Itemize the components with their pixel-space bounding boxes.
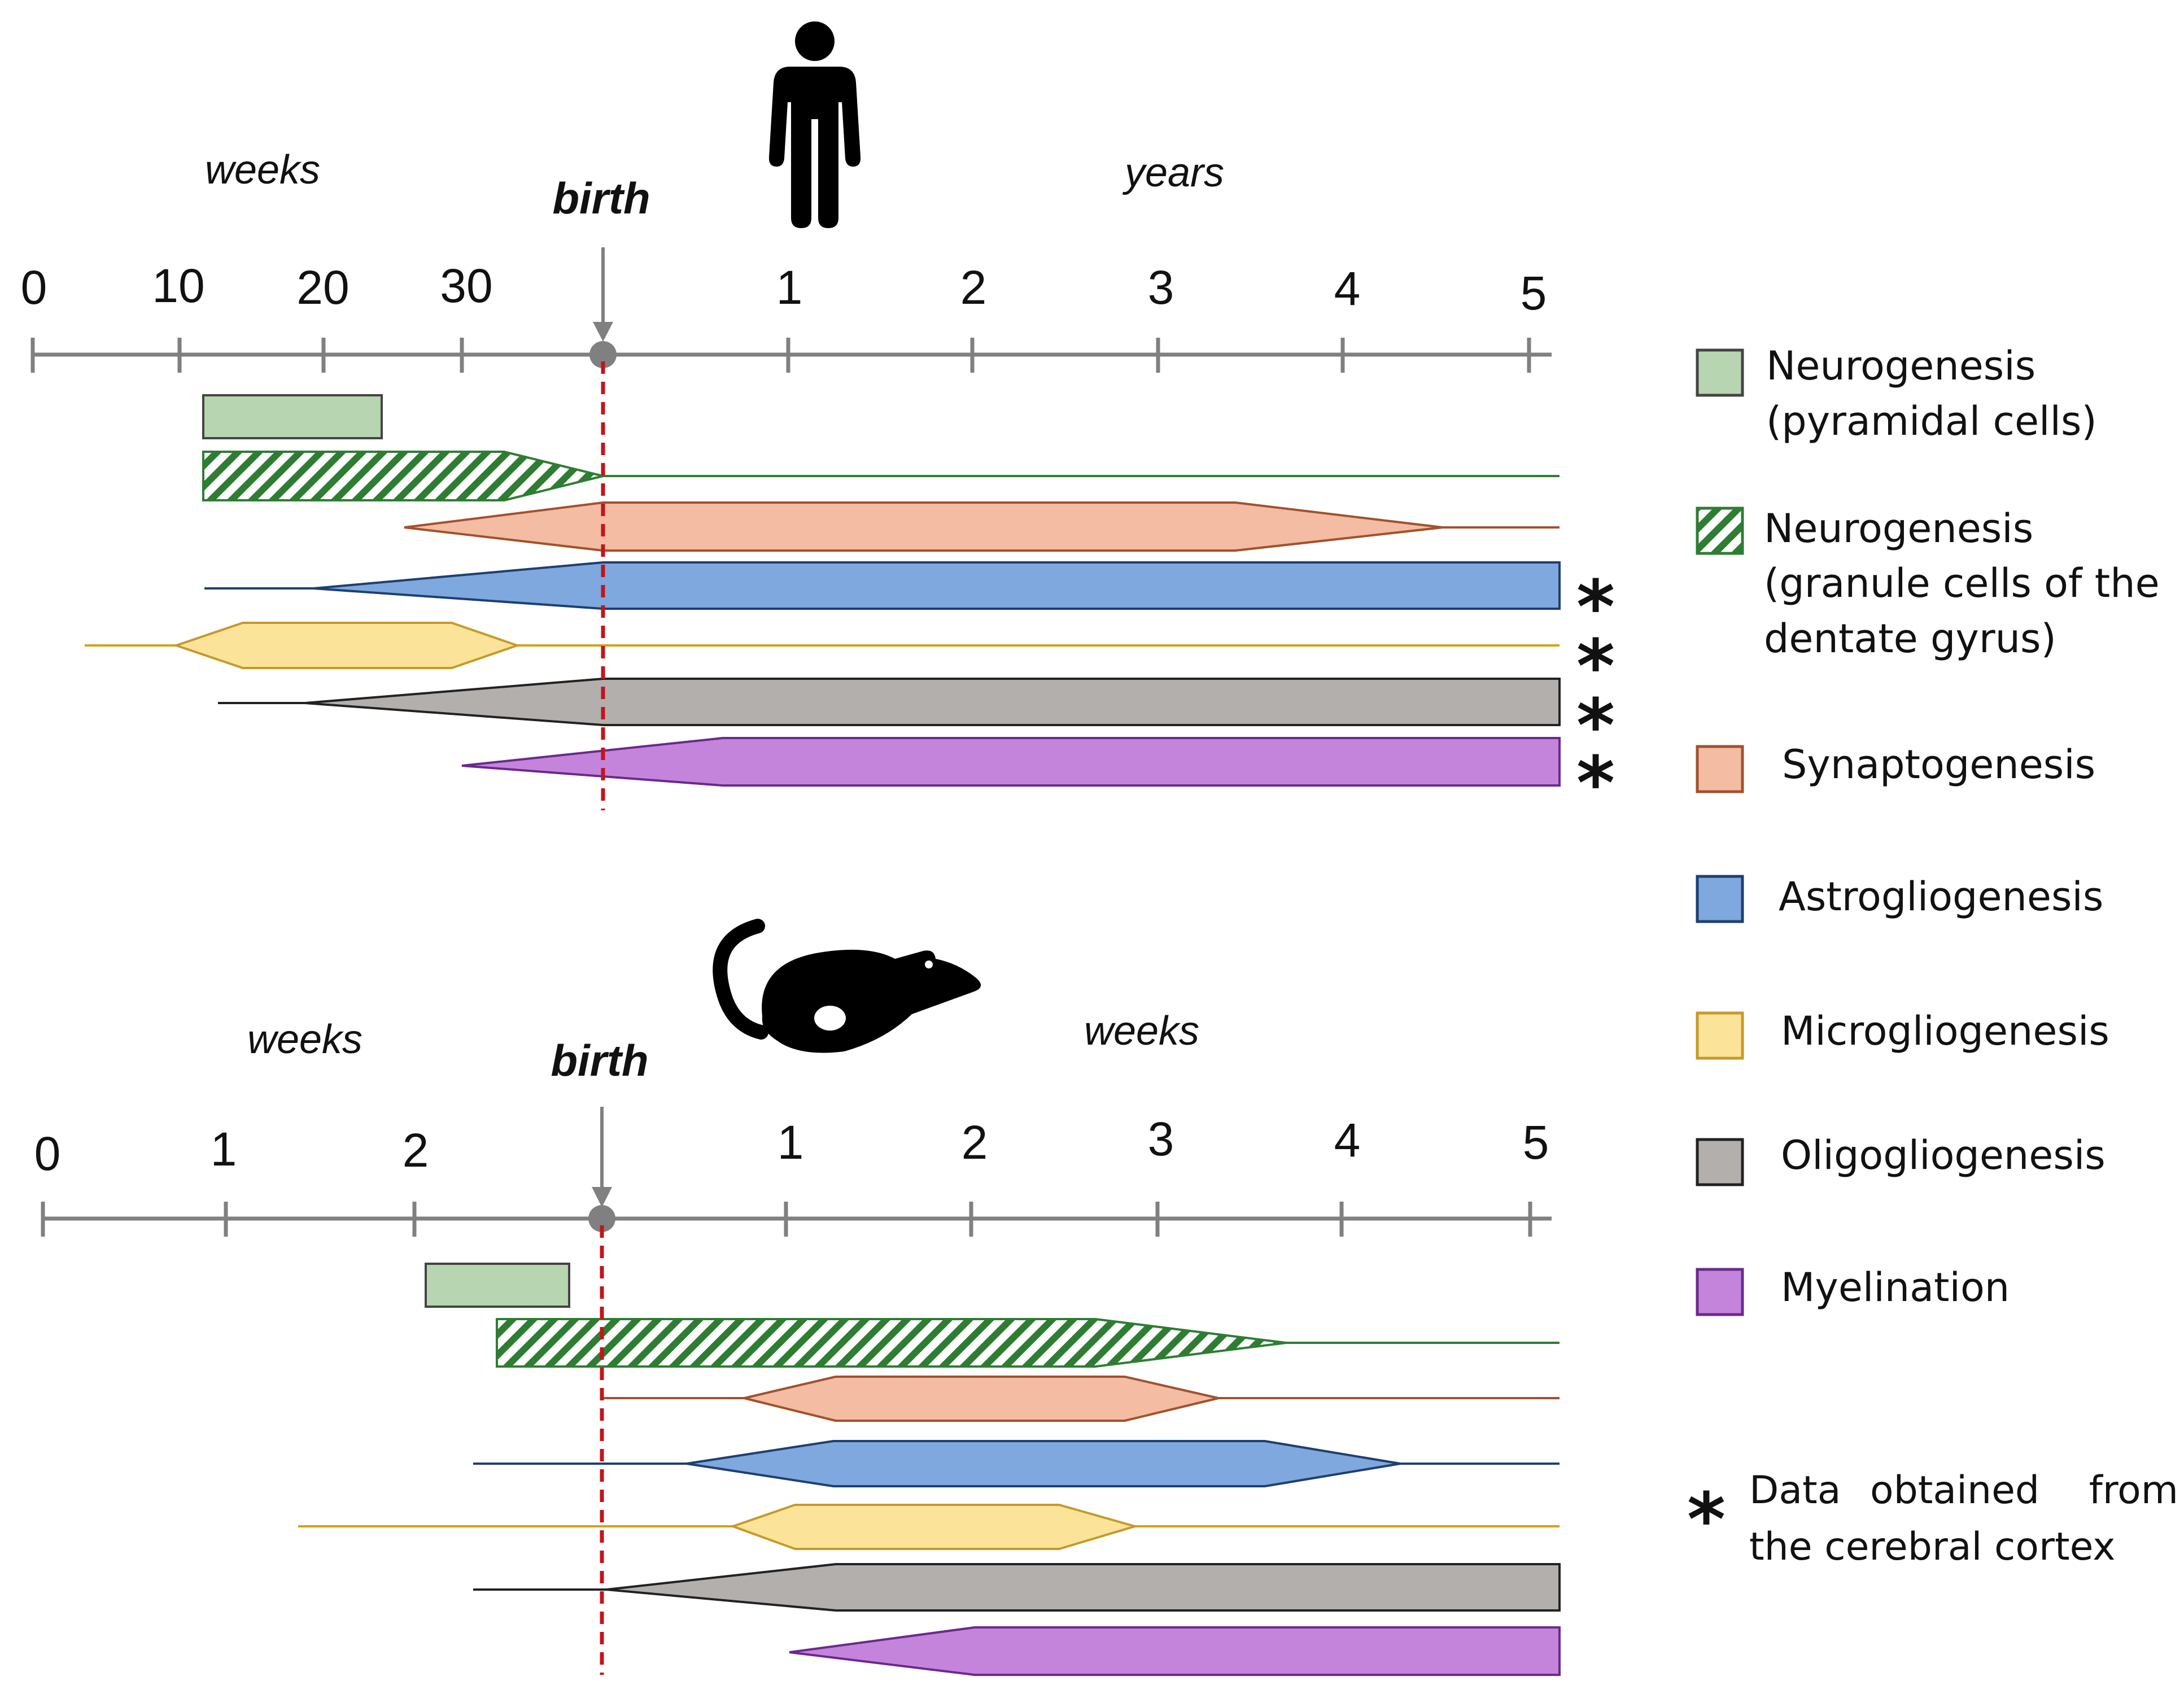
human-tick-2y: 2 (960, 261, 987, 314)
mouse-microgliogenesis-bar (298, 1504, 1560, 1550)
legend-swatch-microgliogenesis (1696, 1011, 1744, 1060)
human-tick-5y: 5 (1521, 267, 1547, 320)
human-oligogliogenesis-bar (218, 678, 1561, 726)
mouse-myelination-bar (789, 1626, 1561, 1676)
mouse-icon (713, 919, 981, 1053)
mouse-oligogliogenesis-bar (473, 1563, 1561, 1612)
human-tick-3y: 3 (1148, 261, 1174, 314)
legend-label-neurogenesis-granule-line2: (granule cells of the (1764, 560, 2160, 606)
legend-swatch-synaptogenesis (1696, 745, 1744, 793)
human-tick-1y: 1 (776, 261, 803, 314)
myelination-asterisk: * (1576, 740, 1615, 826)
mouse-tick-1w: 1 (211, 1123, 237, 1176)
legend-note-asterisk: * (1687, 1477, 1726, 1562)
human-panel: weeks years birth 0 10 20 30 1 (21, 21, 1615, 826)
human-tick-4y: 4 (1334, 262, 1361, 315)
legend-label-neurogenesis-pyramidal-line2: (pyramidal cells) (1766, 398, 2097, 444)
human-bars (85, 394, 1561, 787)
human-neurogenesis-granule-bar (202, 451, 1560, 501)
mouse-astrogliogenesis-bar (473, 1440, 1560, 1487)
legend-label-myelination: Myelination (1781, 1264, 2010, 1311)
mouse-neurogenesis-pyramidal-bar (425, 1263, 570, 1308)
human-birth-dot (589, 341, 617, 368)
legend-item-synaptogenesis: Synaptogenesis (1696, 741, 2095, 793)
legend-label-synaptogenesis: Synaptogenesis (1782, 741, 2095, 788)
astrogliogenesis-asterisk: * (1576, 564, 1615, 650)
mouse-birth-arrow (592, 1107, 612, 1207)
legend-label-astrogliogenesis: Astrogliogenesis (1779, 874, 2103, 920)
human-weeks-label: weeks (205, 147, 320, 193)
human-cortex-asterisks: * * * * (1576, 564, 1615, 826)
microgliogenesis-asterisk: * (1576, 623, 1615, 709)
mouse-tick-labels: 0 1 2 1 2 3 4 5 (34, 1112, 1549, 1180)
mouse-tick-3pw: 3 (1148, 1112, 1174, 1165)
legend-swatch-neurogenesis-pyramidal (1696, 348, 1744, 397)
mouse-tick-5pw: 5 (1523, 1116, 1549, 1169)
human-tick-30: 30 (440, 259, 492, 312)
legend-label-neurogenesis-pyramidal-line1: Neurogenesis (1766, 343, 2036, 389)
mouse-birth-dot (588, 1205, 615, 1232)
mouse-tick-2pw: 2 (962, 1116, 988, 1169)
legend-swatch-oligogliogenesis (1696, 1138, 1744, 1186)
mouse-bars (298, 1263, 1561, 1676)
legend-swatch-myelination (1696, 1268, 1744, 1316)
human-synaptogenesis-bar (404, 501, 1560, 552)
mouse-weeks-label-postnatal: weeks (1084, 1009, 1199, 1054)
oligogliogenesis-asterisk: * (1576, 683, 1615, 769)
mouse-weeks-label-prenatal: weeks (247, 1017, 362, 1062)
human-tick-labels: 0 10 20 30 1 2 3 4 5 (21, 259, 1547, 320)
legend-item-microgliogenesis: Microgliogenesis (1696, 1008, 2109, 1060)
human-myelination-bar (461, 737, 1561, 787)
mouse-tick-2w: 2 (403, 1124, 429, 1177)
human-figure-icon (768, 21, 861, 228)
human-tick-10: 10 (152, 259, 204, 312)
legend-swatch-neurogenesis-granule (1696, 507, 1744, 555)
mouse-birth-label: birth (551, 1036, 648, 1085)
human-astrogliogenesis-bar (204, 561, 1561, 610)
mouse-panel: weeks weeks birth 0 1 2 1 2 3 (34, 919, 1561, 1676)
legend-label-neurogenesis-granule-line1: Neurogenesis (1764, 505, 2033, 552)
legend-item-myelination: Myelination (1696, 1264, 2010, 1316)
legend-swatch-astrogliogenesis (1696, 875, 1744, 923)
legend-note-line2: the cerebral cortex (1749, 1525, 2116, 1569)
mouse-neurogenesis-granule-bar (496, 1318, 1560, 1368)
legend-item-oligogliogenesis: Oligogliogenesis (1696, 1132, 2106, 1186)
mouse-synaptogenesis-bar (603, 1376, 1560, 1422)
legend-cortex-note: * Data obtained from the cerebral cortex (1687, 1468, 2178, 1569)
human-tick-0: 0 (21, 261, 47, 314)
legend-note-word-1: Data (1749, 1468, 1841, 1513)
legend-note-word-3: from (2089, 1468, 2178, 1513)
legend-item-astrogliogenesis: Astrogliogenesis (1696, 874, 2103, 923)
legend-item-neurogenesis-pyramidal: Neurogenesis (pyramidal cells) (1696, 343, 2097, 444)
legend: Neurogenesis (pyramidal cells) Neurogene… (1687, 343, 2178, 1569)
mouse-time-axis (41, 1202, 1552, 1237)
legend-label-oligogliogenesis: Oligogliogenesis (1781, 1132, 2106, 1178)
mouse-tick-0w: 0 (34, 1127, 61, 1180)
human-years-label: years (1122, 150, 1224, 195)
human-birth-arrow (593, 247, 613, 342)
legend-note-word-2: obtained (1870, 1468, 2039, 1513)
legend-label-microgliogenesis: Microgliogenesis (1781, 1008, 2109, 1054)
mouse-tick-4pw: 4 (1334, 1114, 1361, 1167)
human-time-axis (30, 338, 1552, 373)
human-tick-20: 20 (296, 261, 349, 314)
mouse-tick-1pw: 1 (777, 1116, 804, 1169)
human-birth-label: birth (552, 173, 650, 223)
legend-item-neurogenesis-granule: Neurogenesis (granule cells of the denta… (1696, 505, 2160, 662)
human-neurogenesis-pyramidal-bar (202, 394, 383, 439)
human-microgliogenesis-bar (85, 622, 1560, 669)
legend-label-neurogenesis-granule-line3: dentate gyrus) (1764, 615, 2056, 662)
